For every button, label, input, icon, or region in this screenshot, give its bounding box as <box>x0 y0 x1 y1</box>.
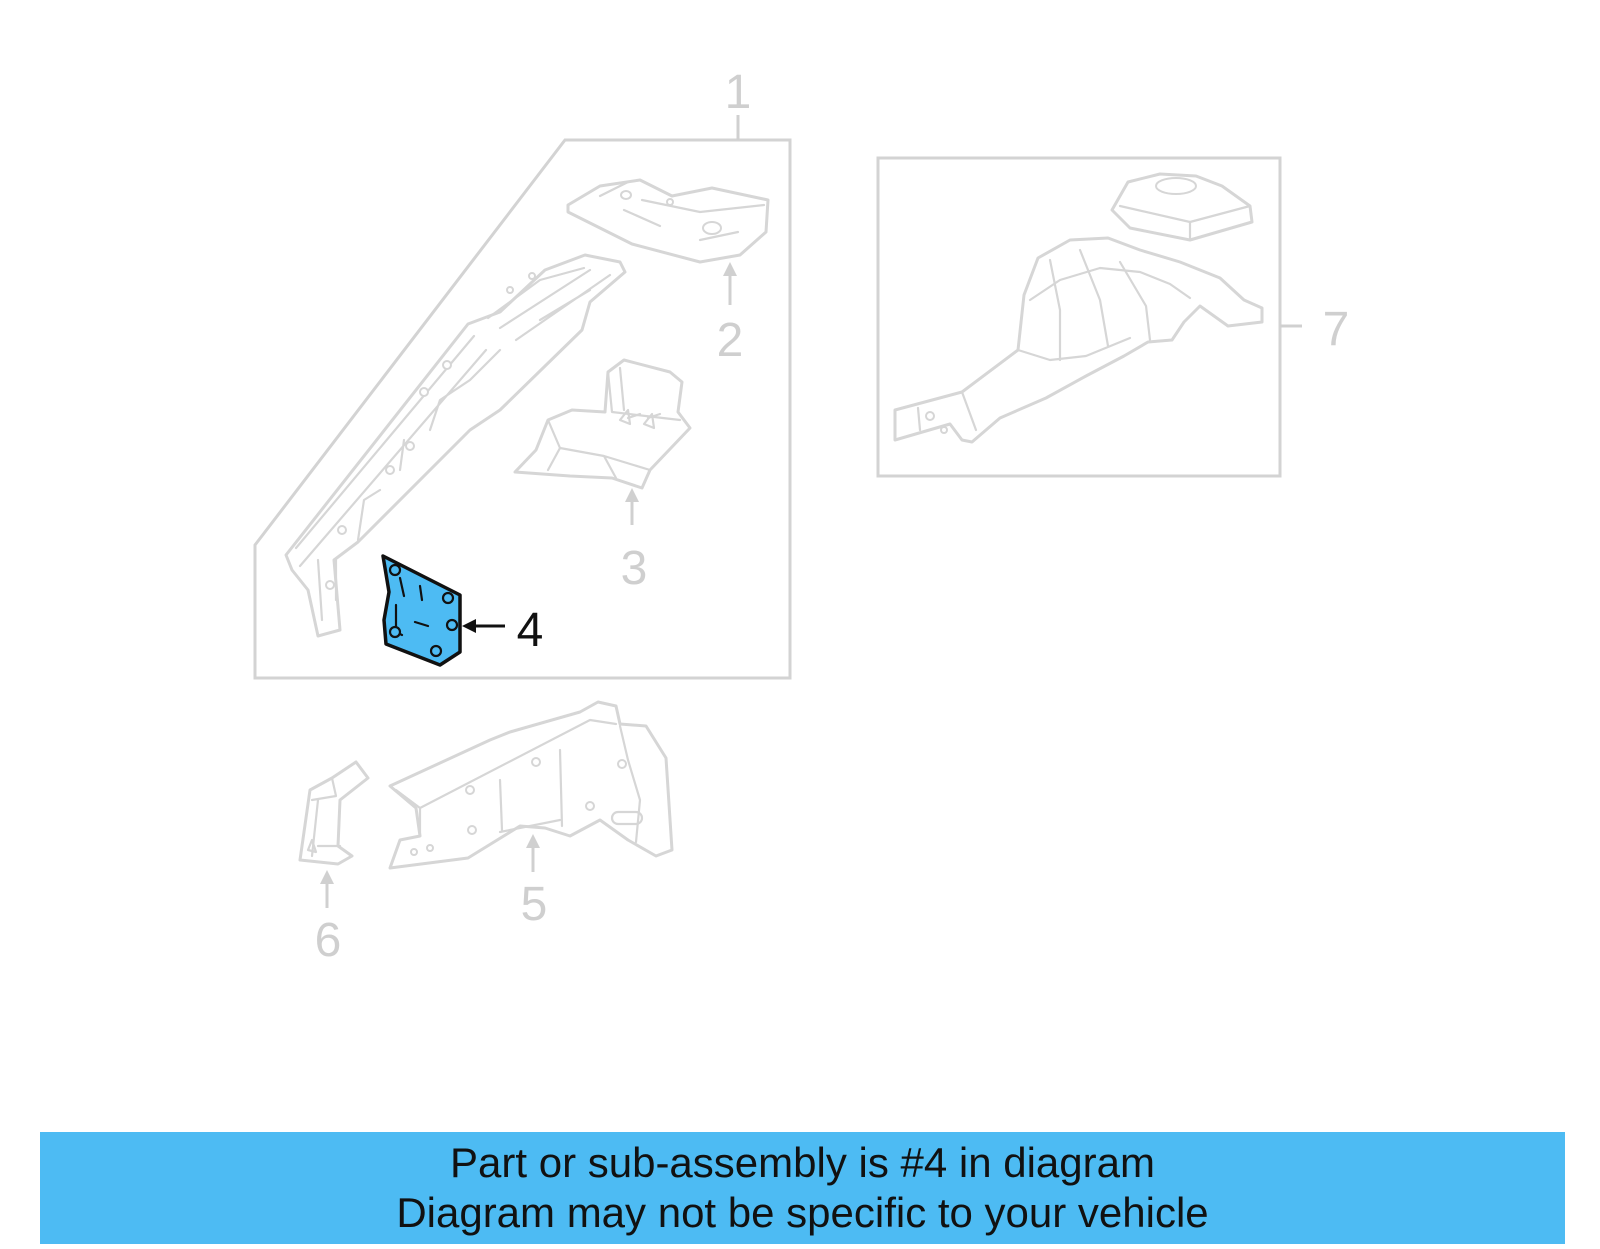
part-1-frame-rail[interactable] <box>284 253 627 638</box>
part-6-small-bracket[interactable] <box>298 760 370 866</box>
callout-1[interactable]: 1 <box>725 66 752 119</box>
part-7-wheelhouse[interactable] <box>893 172 1264 444</box>
banner-line-1: Part or sub-assembly is #4 in diagram <box>450 1139 1155 1186</box>
part-5-lower-rail[interactable] <box>388 700 674 870</box>
info-banner: Part or sub-assembly is #4 in diagram Di… <box>40 1132 1565 1244</box>
callout-3[interactable]: 3 <box>621 542 648 595</box>
part-2-bracket[interactable] <box>566 178 770 264</box>
part-3-support[interactable] <box>513 358 692 490</box>
part-4-plate-highlighted[interactable] <box>381 554 462 667</box>
banner-line-2: Diagram may not be specific to your vehi… <box>396 1189 1209 1236</box>
assembly-frame-1: 1 <box>253 66 792 680</box>
callout-5[interactable]: 5 <box>521 878 548 931</box>
callout-7[interactable]: 7 <box>1323 303 1350 356</box>
assembly-frame-7: 7 <box>876 156 1350 478</box>
callout-2[interactable]: 2 <box>717 314 744 367</box>
callout-4[interactable]: 4 <box>517 604 544 657</box>
callout-6[interactable]: 6 <box>315 914 342 967</box>
